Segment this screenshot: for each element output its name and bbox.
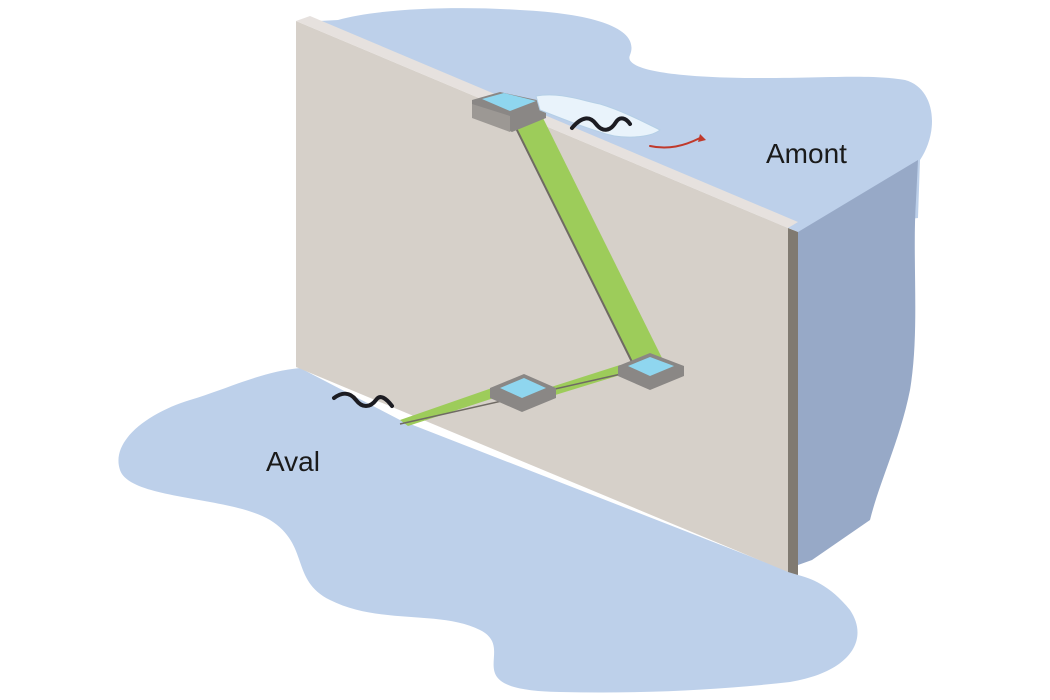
downstream-water	[118, 368, 858, 693]
curved-arrow-head	[698, 134, 706, 142]
downstream-label: Aval	[266, 446, 320, 477]
dam-side	[788, 228, 798, 575]
splash-foam	[535, 94, 661, 138]
curved-arrow-icon	[649, 137, 701, 149]
lower-basin-water	[628, 357, 674, 376]
lower-ramp-right	[548, 365, 630, 396]
top-basin-front	[472, 104, 510, 132]
eel-icon	[332, 391, 394, 408]
main-ramp	[508, 112, 664, 366]
eel-icon	[570, 116, 632, 132]
dam-face	[296, 21, 788, 572]
middle-basin-water	[500, 378, 546, 398]
upstream-water-side	[798, 160, 918, 565]
lower-ramp-left	[400, 388, 500, 426]
upstream-label: Amont	[766, 138, 847, 169]
top-basin-water	[482, 93, 536, 111]
dam-crest	[296, 16, 798, 228]
main-ramp-edge	[507, 111, 635, 367]
